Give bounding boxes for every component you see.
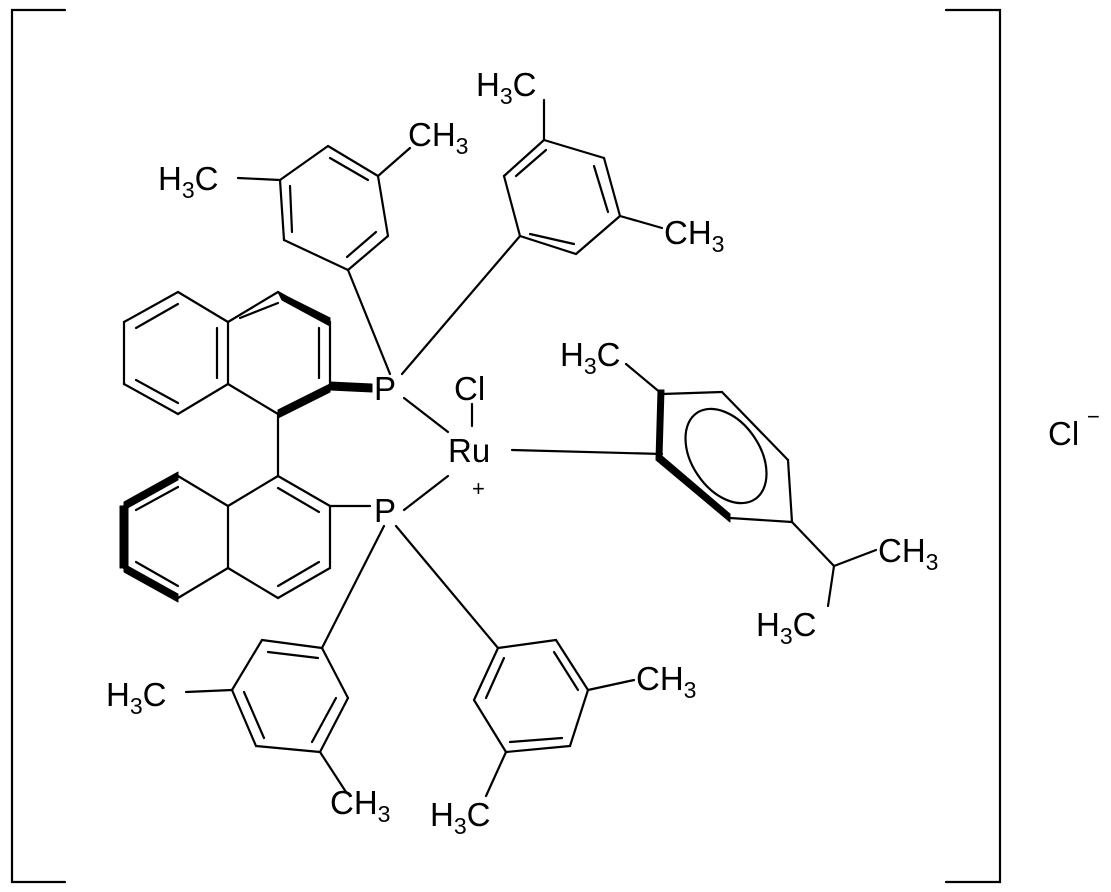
label-h3c-lower-left: H3C	[106, 676, 166, 719]
atom-labels: H3C CH3 H3C CH3 H3C CH3 CH3 H3C H3C CH3 …	[106, 66, 938, 839]
label-ch3-lower-left: CH3	[330, 784, 390, 827]
aryl-ring-lower-left	[184, 524, 386, 794]
metal-bonds	[402, 396, 664, 512]
label-h3c-upper-left: H3C	[158, 160, 218, 203]
label-h3c-isopropyl: H3C	[756, 606, 816, 649]
label-h3c-cymene: H3C	[560, 336, 620, 379]
label-counterion-chloride: Cl	[1048, 415, 1079, 452]
label-phosphorus-upper: P	[374, 370, 396, 407]
aryl-ring-upper-right	[400, 98, 664, 376]
label-counterion-charge: −	[1087, 404, 1100, 429]
label-ch3-isopropyl: CH3	[878, 532, 938, 575]
label-ch3-lower-right: CH3	[636, 660, 696, 703]
aryl-ring-lower-right	[394, 524, 636, 798]
label-phosphorus-lower: P	[374, 492, 396, 529]
label-ch3-upper-right: CH3	[664, 214, 724, 257]
label-ch3-upper-left: CH3	[408, 116, 468, 159]
counterion: Cl −	[1048, 404, 1100, 452]
label-h3c-lower-right: H3C	[430, 796, 490, 839]
p-cymene-ring	[624, 362, 878, 608]
upper-naphthalene	[122, 290, 373, 419]
label-chlorine: Cl	[454, 370, 485, 407]
left-bracket	[10, 8, 67, 884]
aryl-ring-upper-left	[236, 144, 412, 376]
label-ruthenium-charge: +	[472, 476, 485, 501]
label-ruthenium: Ru	[448, 432, 490, 469]
label-h3c-upper-right: H3C	[476, 66, 536, 109]
lower-naphthalene	[119, 471, 372, 603]
right-bracket	[944, 8, 1002, 884]
